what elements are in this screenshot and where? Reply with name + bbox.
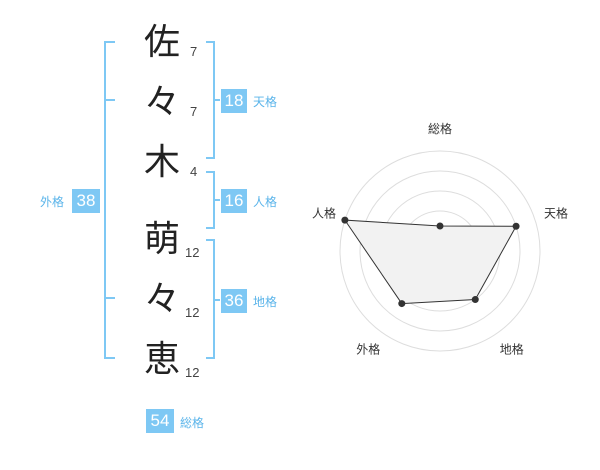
radar-point-5 (341, 216, 349, 224)
soukaku-label: 総格 (180, 416, 205, 430)
radar-area (343, 219, 517, 305)
stroke-count-4: 12 (185, 245, 200, 260)
radar-points (341, 216, 520, 308)
stroke-count-2: 7 (190, 104, 198, 119)
radar-point-1 (436, 222, 444, 230)
name-char-3: 木 (143, 142, 180, 183)
chikaku-badge: 36 (221, 289, 247, 313)
name-char-4: 萌 (143, 219, 180, 260)
tenkaku-label: 天格 (253, 95, 278, 109)
jinkaku-badge: 16 (221, 189, 247, 213)
radar-axis-label-2: 天格 (544, 205, 568, 220)
radar-axis-label-1: 総格 (428, 121, 452, 136)
radar-grid-ring-5 (339, 150, 541, 352)
gaikaku-bracket (104, 41, 115, 359)
gaikaku-badge: 38 (72, 189, 100, 213)
chikaku-label: 地格 (253, 295, 278, 309)
radar-axis-label-4: 外格 (356, 342, 380, 357)
radar-point-2 (512, 222, 520, 230)
radar-axis-label-5: 人格 (312, 205, 336, 220)
name-char-6: 恵 (143, 339, 180, 380)
jinkaku-label: 人格 (253, 195, 278, 209)
gaikaku-label: 外格 (40, 195, 65, 209)
stroke-count-6: 12 (185, 365, 200, 380)
soukaku-badge: 54 (146, 409, 174, 433)
radar-grid-ring-4 (359, 170, 521, 332)
radar-point-3 (471, 296, 479, 304)
tenkaku-badge: 18 (221, 89, 247, 113)
radar-axis-label-3: 地格 (500, 342, 524, 357)
stroke-count-5: 12 (185, 305, 200, 320)
radar-point-4 (398, 300, 406, 308)
name-char-2: 々 (143, 82, 180, 123)
name-char-5: 々 (143, 279, 180, 320)
name-char-1: 佐 (143, 22, 180, 63)
stroke-count-3: 4 (190, 164, 198, 179)
stroke-count-1: 7 (190, 44, 198, 59)
